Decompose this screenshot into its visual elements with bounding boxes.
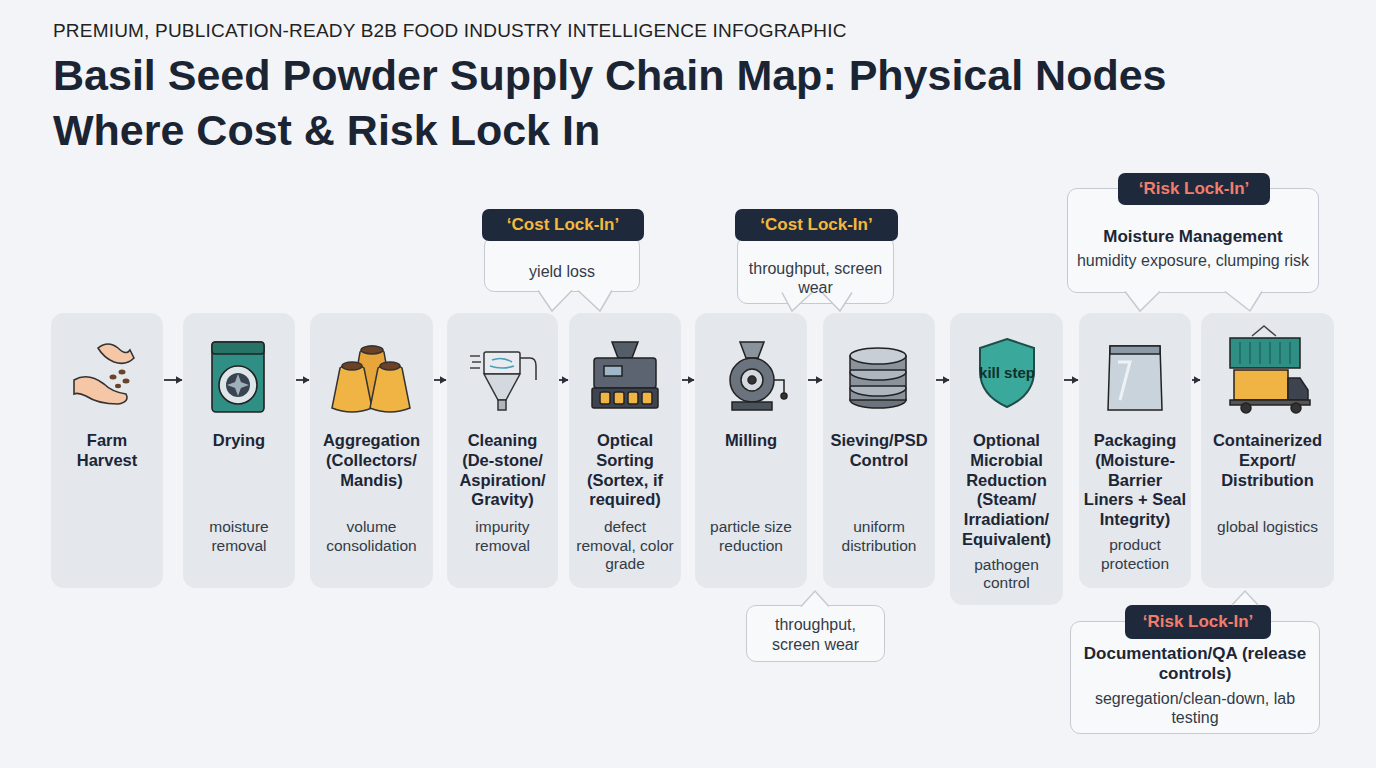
tag-text: ‘Cost Lock-In’ [507,215,619,235]
step-title: Containerized Export/ Distribution [1205,431,1330,490]
lock-in-tag: ‘Risk Lock-In’ [1125,605,1271,639]
flow-arrow [434,379,446,381]
flow-arrow [1064,379,1078,381]
callout-text: yield loss [529,262,595,281]
step-title: Milling [699,431,803,451]
process-box: Drying moisture removal [183,313,295,588]
step-description: uniform distribution [827,518,931,555]
callout-text: segregation/clean-down, lab testing [1077,689,1313,727]
callout-bubble: yield loss‘Cost Lock-In’ [484,236,640,292]
tag-text: ‘Risk Lock-In’ [1143,612,1254,632]
callout-text: throughput, screen wear [744,259,887,297]
step-title: Optical Sorting (Sortex, if required) [573,431,677,510]
step-title: Drying [187,431,291,451]
callout-text: humidity exposure, clumping risk [1077,251,1309,270]
step-description: pathogen control [954,556,1059,593]
lock-in-tag: ‘Risk Lock-In’ [1118,173,1270,205]
callout-tails [538,291,1262,607]
process-box: Sieving/PSD Control uniform distribution [823,313,935,588]
process-box: Optical Sorting (Sortex, if required) def… [569,313,681,588]
step-description: impurity removal [451,518,554,555]
flow-arrow [808,379,822,381]
process-box: Cleaning (De-stone/ Aspiration/ Gravity)… [447,313,558,588]
step-title: Cleaning (De-stone/ Aspiration/ Gravity) [451,431,554,510]
step-description: particle size reduction [699,518,803,555]
flow-arrow [296,379,309,381]
process-box: Containerized Export/ Distribution global… [1201,313,1334,588]
step-title: Aggregation (Collectors/ Mandis) [314,431,429,490]
flow-arrow [164,379,182,381]
tag-text: ‘Risk Lock-In’ [1139,179,1250,199]
process-box: Farm Harvest [51,313,163,588]
step-description: moisture removal [187,518,291,555]
callout-bubble: throughput, screen wear‘Cost Lock-In’ [737,236,894,304]
step-title: Packaging (Moisture-Barrier Liners + Sea… [1083,431,1187,530]
process-box: Optional Microbial Reduction (Steam/ Irr… [950,313,1063,605]
page-title: Basil Seed Powder Supply Chain Map: Phys… [53,48,1253,158]
process-box: Milling particle size reduction [695,313,807,588]
callout-bubble: Documentation/QA (release controls) segre… [1070,621,1320,734]
flow-arrow [682,379,694,381]
step-description: global logistics [1205,518,1330,537]
lock-in-tag: ‘Cost Lock-In’ [735,209,898,241]
callout-title: Moisture Management [1103,227,1282,247]
lock-in-tag: ‘Cost Lock-In’ [482,209,644,241]
callout-bubble: throughput, screen wear [746,605,885,662]
process-box: Aggregation (Collectors/ Mandis) volume c… [310,313,433,588]
flow-arrow [559,379,568,381]
callout-bubble: Moisture Management humidity exposure, cl… [1067,188,1319,293]
callout-text: throughput, screen wear [753,615,878,653]
flow-arrow [936,379,949,381]
step-title: Farm Harvest [55,431,159,471]
callout-title: Documentation/QA (release controls) [1077,644,1313,685]
shield-text: kill step [979,365,1035,381]
step-description: volume consolidation [314,518,429,555]
kicker-label: PREMIUM, PUBLICATION-READY B2B FOOD INDU… [53,20,847,42]
step-description: defect removal, color grade [573,518,677,574]
step-title: Optional Microbial Reduction (Steam/ Irr… [954,431,1059,550]
step-title: Sieving/PSD Control [827,431,931,471]
tag-text: ‘Cost Lock-In’ [760,215,872,235]
kill-step-shield: kill step [977,337,1037,409]
process-box: Packaging (Moisture-Barrier Liners + Sea… [1079,313,1191,588]
step-description: product protection [1083,536,1187,573]
flow-arrow [1192,379,1200,381]
